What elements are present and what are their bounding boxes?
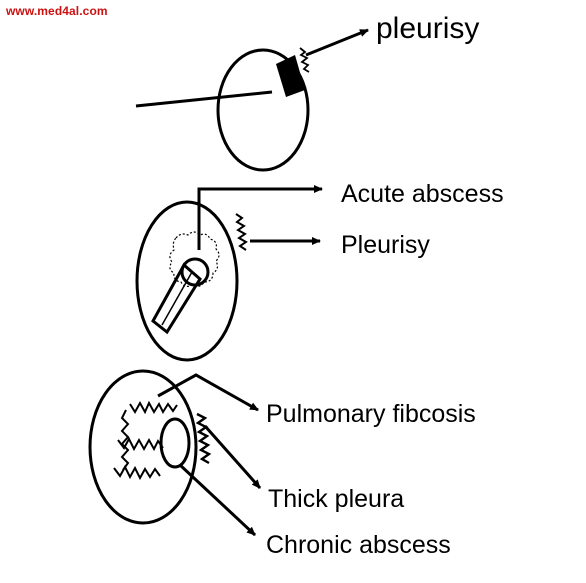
label-thick-pleura: Thick pleura — [268, 485, 405, 513]
pleural-roughening-1 — [299, 47, 310, 73]
label-pleurisy-mid: Pleurisy — [341, 231, 430, 259]
fibrosis-scribble-upper — [129, 400, 178, 415]
arrow-chronic-abscess — [178, 463, 257, 537]
arrow-pleurisy-top — [305, 28, 369, 57]
fibrosis-scribble-lower — [113, 464, 161, 481]
abscess-inflammation-halo — [169, 231, 220, 288]
drainage-tube — [151, 262, 202, 335]
panel-acute-abscess — [135, 185, 323, 362]
pleural-lesion-block — [276, 55, 305, 97]
site-watermark: www.med4al.com — [3, 3, 111, 20]
label-pleurisy-top: pleurisy — [376, 12, 480, 45]
arrow-acute-abscess — [197, 185, 323, 250]
pleural-roughening-2 — [235, 213, 248, 251]
abscess-cavity — [180, 257, 210, 287]
lung-outline-2 — [135, 200, 239, 362]
arrow-pulmonary-fibrosis — [157, 373, 259, 412]
label-pulmonary-fibrosis: Pulmonary fibcosis — [266, 400, 476, 428]
drainage-tube-core — [161, 271, 193, 326]
fibrosis-scribble-middle — [117, 436, 164, 452]
thick-pleura-marks — [195, 412, 212, 465]
label-chronic-abscess: Chronic abscess — [266, 531, 451, 559]
lung-outline-1 — [216, 48, 310, 172]
arrow-thick-pleura — [203, 425, 262, 489]
label-acute-abscess: Acute abscess — [341, 180, 504, 208]
needle-line-1 — [135, 90, 273, 108]
lung-outline-3 — [88, 369, 198, 525]
fibrosis-scribble-vertical — [120, 409, 130, 471]
panel-pleurisy — [135, 28, 369, 172]
chronic-abscess-cavity — [159, 417, 191, 469]
panel-chronic-abscess — [88, 369, 262, 537]
